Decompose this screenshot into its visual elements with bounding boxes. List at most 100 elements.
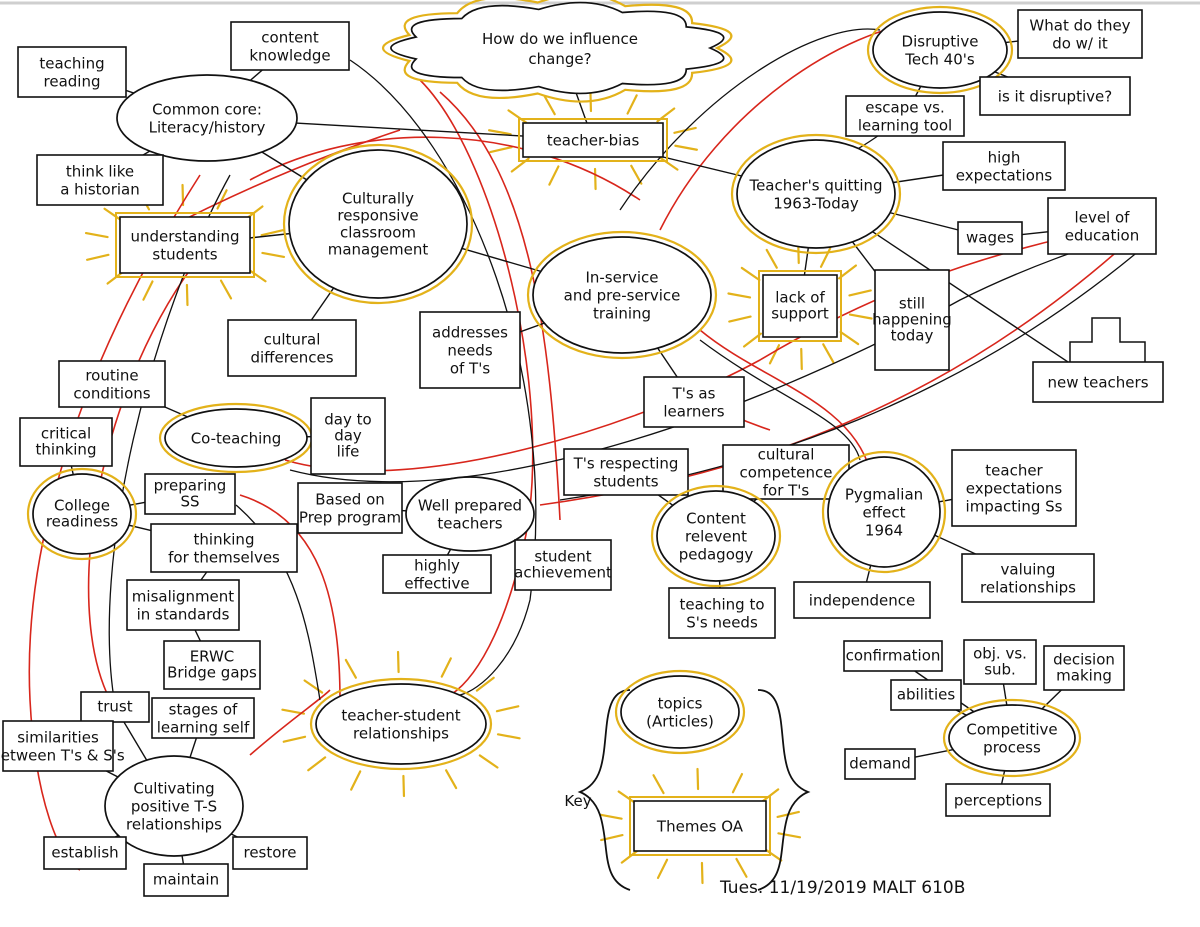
sun-ray <box>822 343 835 364</box>
perceptions-box <box>945 783 1051 817</box>
understanding-students-box <box>119 216 251 274</box>
teacher-expectations-box <box>951 449 1077 527</box>
establish-label-line: establish <box>51 844 118 862</box>
based-on-prep-label-line: Prep program <box>299 508 401 526</box>
inservice-training-label-line: In-service <box>585 268 658 286</box>
similarities-box <box>2 720 114 772</box>
key-topics-bubble <box>620 675 740 749</box>
cultural-differences-box <box>227 319 357 377</box>
lack-of-support-label-line: support <box>771 305 829 323</box>
sun-ray <box>735 857 748 878</box>
red-curve-8 <box>284 224 1131 472</box>
sun-ray <box>488 129 512 136</box>
sun-ray <box>848 313 873 320</box>
new-teachers-label: new teachers <box>1047 373 1148 391</box>
common-core-label-line: Common core: <box>152 100 262 118</box>
high-expectations-label-line: expectations <box>956 166 1053 184</box>
stages-of-learning-label-line: stages of <box>169 700 238 718</box>
disruptive-tech-label-line: Disruptive <box>902 32 979 50</box>
obj-vs-sub-label-line: sub. <box>984 661 1016 679</box>
stages-of-learning-box <box>151 697 255 739</box>
teachers-quitting-label-line: Teacher's quitting <box>748 176 882 194</box>
cultivating-label-line: Cultivating <box>133 779 214 797</box>
cultural-competence-label-line: competence <box>740 463 833 481</box>
high-expectations-box <box>942 141 1066 191</box>
content-knowledge-label-line: content <box>261 28 319 46</box>
critical-thinking-box <box>19 417 113 467</box>
understanding-students-highlight <box>115 212 255 278</box>
what-do-they-do-box <box>1017 9 1143 59</box>
is-it-disruptive-label-line: is it disruptive? <box>998 87 1112 105</box>
obj-vs-sub-box <box>963 639 1037 685</box>
teaching-reading-label-line: reading <box>44 72 101 90</box>
perceptions-label: perceptions <box>954 791 1042 809</box>
center-question-label-line: How do we influence <box>482 30 638 48</box>
key-themes-label: Themes OA <box>656 817 744 835</box>
college-readiness-label-line: readiness <box>46 513 118 531</box>
new-teachers-box <box>1032 361 1164 403</box>
sun-ray <box>396 650 400 674</box>
sun-ray <box>282 735 307 743</box>
understanding-students-label-line: understanding <box>130 227 239 245</box>
confirmation-box <box>843 640 943 672</box>
sun-ray <box>700 861 704 885</box>
sun-ray <box>496 733 521 740</box>
culturally-responsive-bubble <box>288 149 468 299</box>
restore-box <box>232 836 308 870</box>
cultural-competence-label-line: cultural <box>758 445 815 463</box>
understanding-students-label-line: students <box>152 245 217 263</box>
independence-label-line: independence <box>809 591 915 609</box>
level-of-education-label-line: level of <box>1075 208 1131 226</box>
footer-date-course: Tues. 11/19/2019 MALT 610B <box>719 878 965 898</box>
is-it-disruptive-label: is it disruptive? <box>998 87 1112 105</box>
similarities-label-line: similarities <box>17 728 99 746</box>
wages-label: wages <box>966 229 1014 247</box>
sun-ray <box>219 279 233 300</box>
sun-ray <box>185 283 189 307</box>
routine-conditions-label-line: conditions <box>73 384 150 402</box>
sun-ray <box>630 164 643 185</box>
common-core-bubble <box>116 74 298 162</box>
addresses-needs-box <box>419 311 521 389</box>
sun-ray <box>777 832 802 839</box>
valuing-relationships-label-line: valuing <box>1001 560 1056 578</box>
sun-ray <box>260 229 284 237</box>
think-historian-box <box>36 154 164 206</box>
still-happening-box <box>874 269 950 371</box>
highly-effective-label-line: effective <box>404 574 469 592</box>
restore-label-line: restore <box>243 844 296 862</box>
co-teaching-label-line: Co-teaching <box>191 429 282 447</box>
key-topics-label-line: (Articles) <box>646 712 714 730</box>
key-label-label: Key <box>564 792 591 810</box>
pygmalian-label-line: Pygmalian <box>845 485 923 503</box>
key-right-brace <box>757 689 811 891</box>
cultivating-label-line: relationships <box>126 815 222 833</box>
level-of-education-label-line: education <box>1065 226 1139 244</box>
teachers-quitting-label-line: 1963-Today <box>773 194 859 212</box>
teacher-bias-label-line: teacher-bias <box>547 131 640 149</box>
sun-ray <box>103 207 124 222</box>
sun-ray <box>848 289 872 297</box>
ts-respecting-box <box>563 448 689 496</box>
teacher-student-rel-bubble <box>315 683 487 765</box>
sun-ray <box>727 292 752 299</box>
sun-ray <box>768 344 781 365</box>
decision-making-box <box>1043 645 1125 691</box>
